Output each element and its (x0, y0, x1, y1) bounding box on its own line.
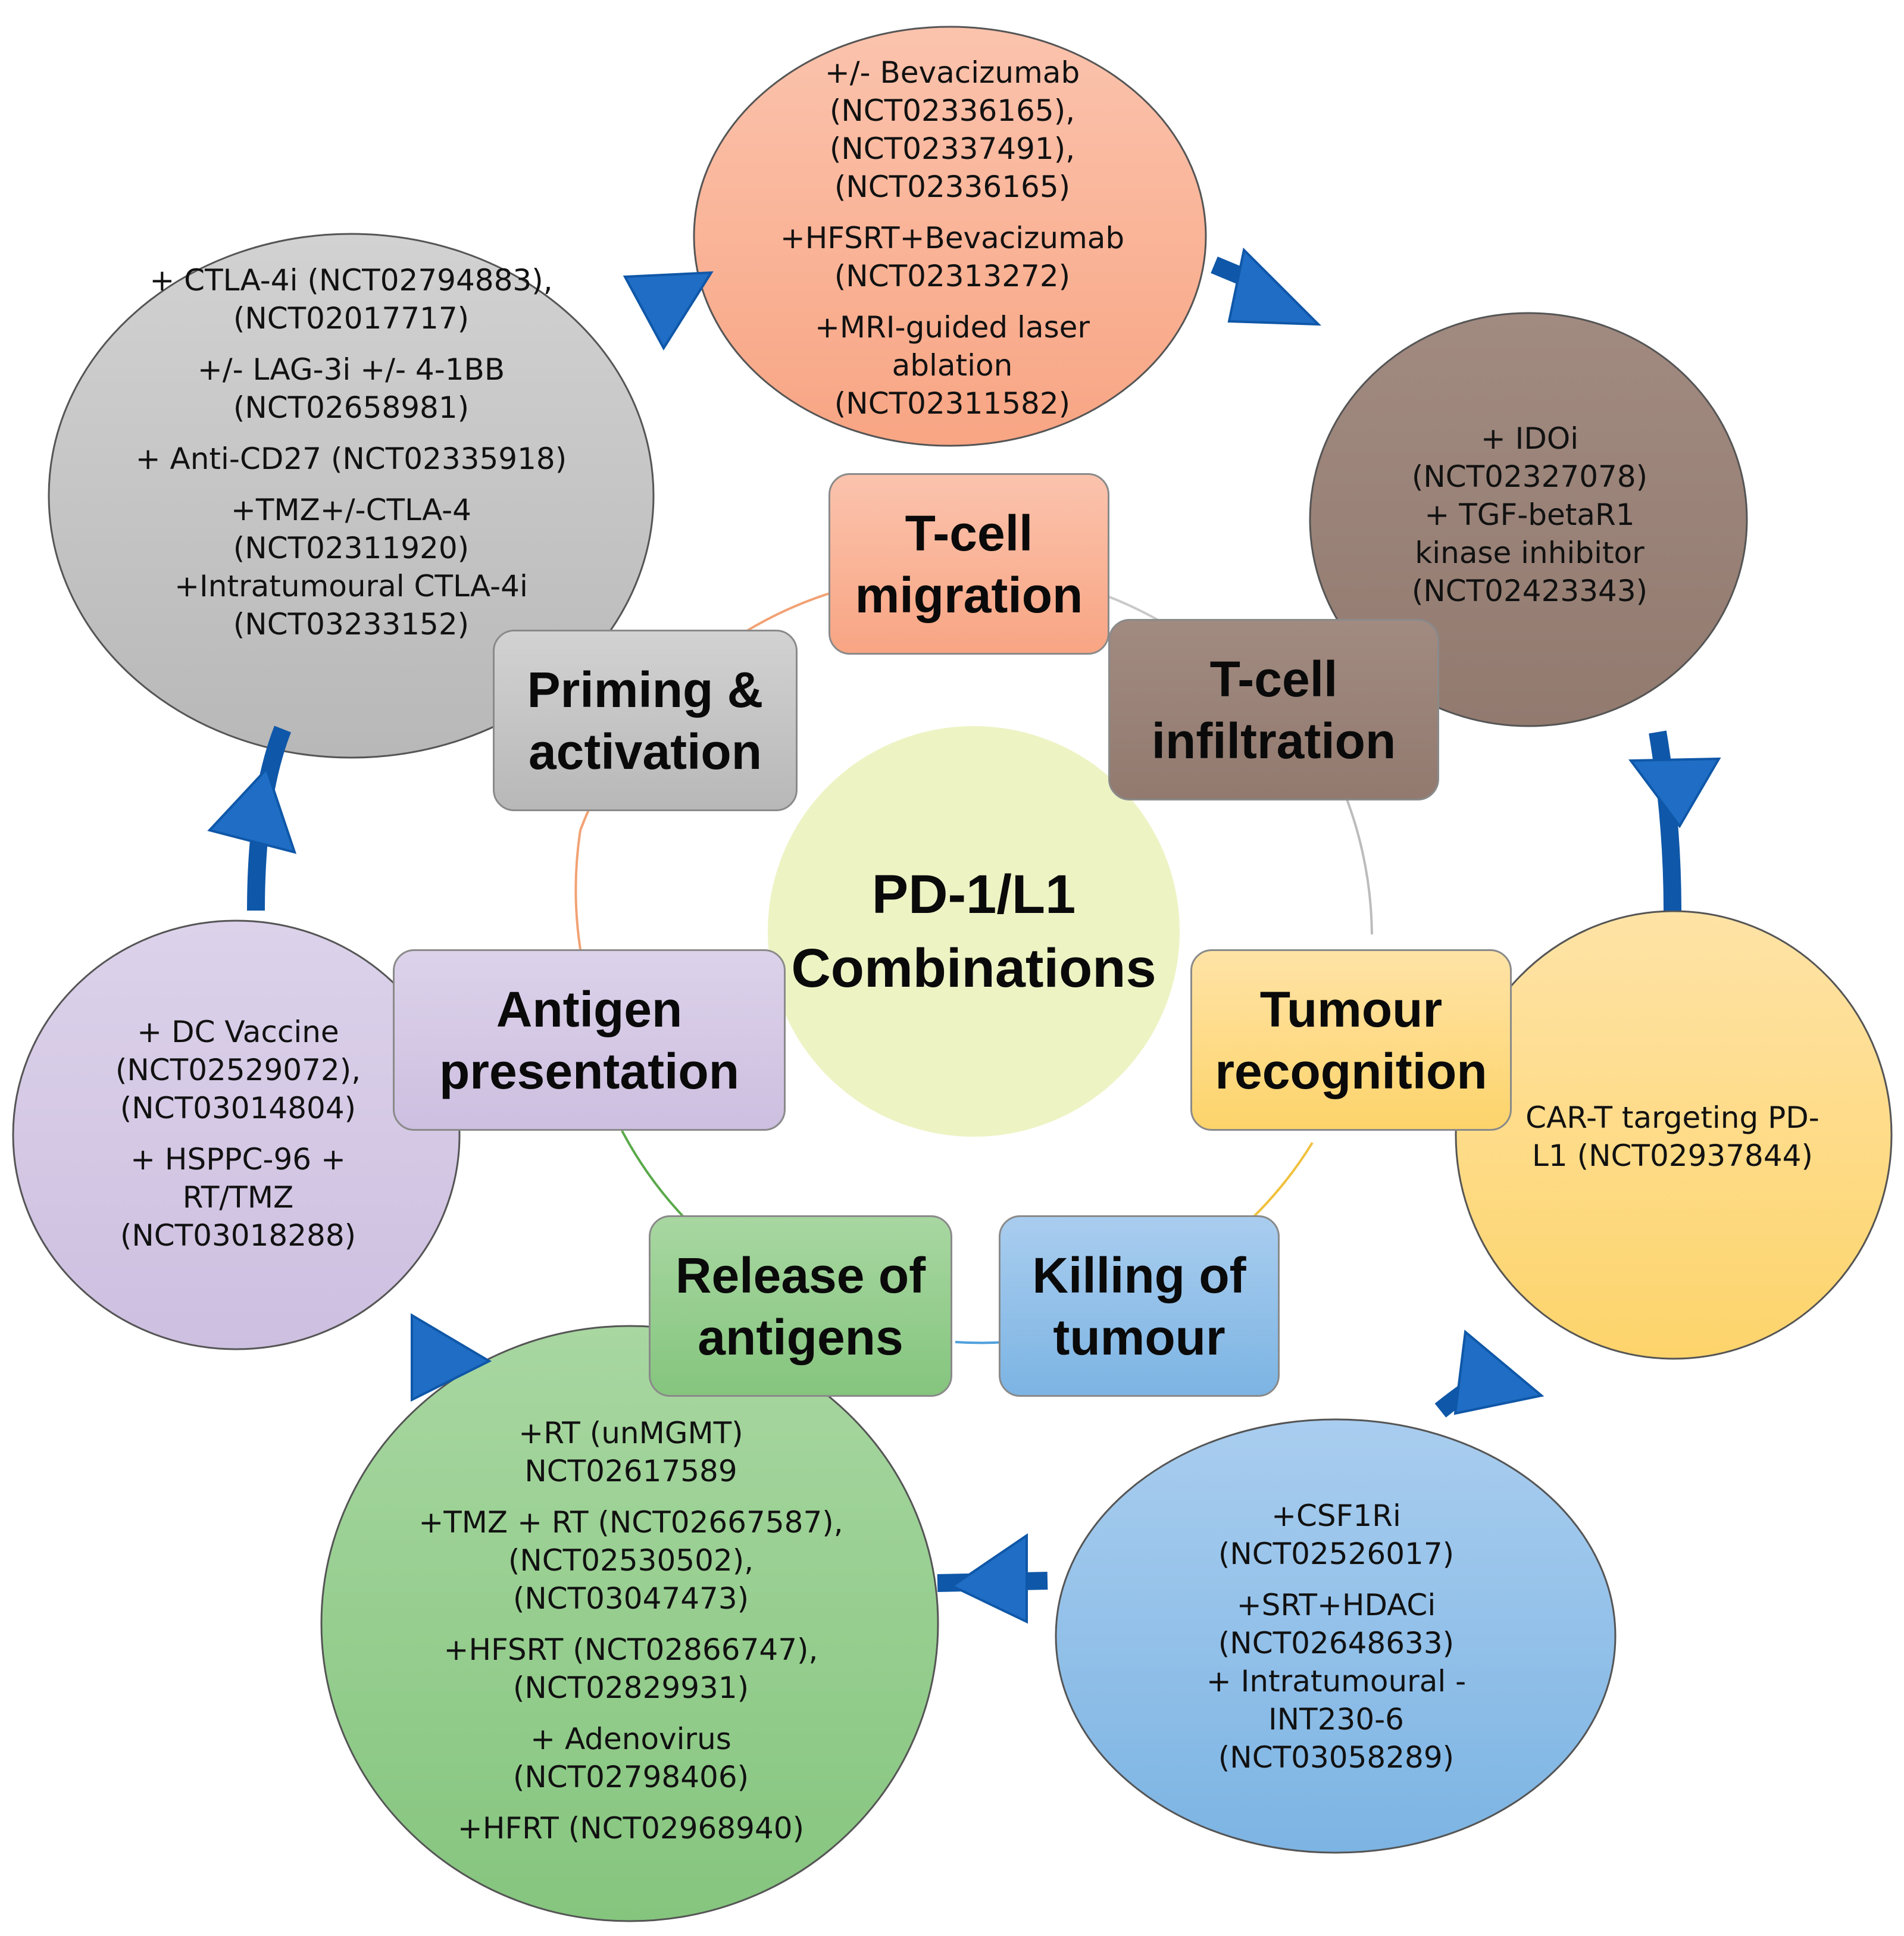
arrow-priming-to-migration (623, 271, 714, 351)
center-title-line-2: Combinations (791, 938, 1156, 999)
release-entry-5: +HFRT (NCT02968940) (457, 1811, 805, 1846)
priming-entry-3: + Anti-CD27 (NCT02335918) (135, 442, 567, 476)
arrow-killing-to-release (937, 1533, 1048, 1624)
migration-entry-2: +HFSRT+Bevacizumab (NCT02313272) (780, 221, 1125, 293)
stage-box-priming: Priming & activation (493, 630, 798, 811)
stage-box-presentation: Antigen presentation (393, 949, 786, 1131)
release-entry-4: + Adenovirus (NCT02798406) (512, 1722, 749, 1794)
cycle-ring-left (574, 830, 581, 950)
killing-entry-1: +CSF1Ri (NCT02526017) (1218, 1499, 1455, 1571)
arrow-presentation-to-priming (207, 725, 297, 911)
killing-entry-2: +SRT+HDACi (NCT02648633) + Intratumoural… (1206, 1588, 1467, 1775)
stage-box-recognition: Tumour recognition (1190, 949, 1512, 1131)
cycle-ring-bottom-right (1243, 1141, 1314, 1227)
arrow-recognition-to-killing (1434, 1330, 1545, 1418)
center-title-line-1: PD-1/L1 (871, 864, 1076, 925)
priming-entry-1: + CTLA-4i (NCT02794883), (NCT02017717) (149, 263, 553, 336)
recognition-entry-1: CAR-T targeting PD- L1 (NCT02937844) (1525, 1100, 1819, 1173)
circle-text-migration: +/- Bevacizumab (NCT02336165), (NCT02337… (744, 45, 1161, 431)
circle-recognition (1455, 910, 1893, 1360)
circle-text-infiltration: + IDOi (NCT02327078) + TGF-betaR1 kinase… (1369, 411, 1690, 619)
arrow-release-to-presentation (411, 1313, 492, 1402)
circle-text-presentation: + DC Vaccine (NCT02529072), (NCT03014804… (77, 1000, 399, 1268)
migration-entry-1: +/- Bevacizumab (NCT02336165), (NCT02337… (824, 55, 1080, 204)
presentation-entry-1: + DC Vaccine (NCT02529072), (NCT03014804… (115, 1015, 361, 1125)
priming-entry-2: +/- LAG-3i +/- 4-1BB (NCT02658981) (197, 352, 505, 425)
circle-text-release: +RT (unMGMT) NCT02617589 +TMZ + RT (NCT0… (381, 1393, 881, 1869)
release-entry-1: +RT (unMGMT) NCT02617589 (518, 1416, 743, 1488)
arrow-infiltration-to-recognition (1628, 730, 1721, 911)
circle-text-recognition: CAR-T targeting PD- L1 (NCT02937844) (1500, 1083, 1845, 1190)
circle-priming (48, 233, 655, 759)
circle-text-priming: + CTLA-4i (NCT02794883), (NCT02017717) +… (113, 250, 589, 655)
arrow-migration-to-infiltration (1211, 247, 1321, 326)
migration-entry-3: +MRI-guided laser ablation (NCT02311582) (815, 310, 1090, 421)
release-entry-3: +HFSRT (NCT02866747), (NCT02829931) (443, 1632, 818, 1705)
presentation-entry-2: + HSPPC-96 + RT/TMZ (NCT03018288) (120, 1142, 357, 1253)
priming-entry-4: +TMZ+/-CTLA-4 (NCT02311920) +Intratumour… (174, 493, 528, 642)
circle-presentation (12, 919, 461, 1350)
center-title: PD-1/L1 Combinations (768, 815, 1180, 1047)
circle-release (320, 1325, 939, 1922)
stage-box-migration: T-cell migration (828, 473, 1109, 655)
stage-box-release: Release of antigens (649, 1215, 952, 1397)
center-circle (765, 724, 1182, 1139)
release-entry-2: +TMZ + RT (NCT02667587), (NCT02530502), … (418, 1505, 843, 1616)
infiltration-entry-1: + IDOi (NCT02327078) + TGF-betaR1 kinase… (1411, 421, 1648, 608)
circle-migration (693, 26, 1207, 447)
stage-box-killing: Killing of tumour (999, 1215, 1280, 1397)
circle-text-killing: +CSF1Ri (NCT02526017) +SRT+HDACi (NCT026… (1131, 1476, 1542, 1797)
circle-killing (1055, 1418, 1617, 1854)
stage-box-infiltration: T-cell infiltration (1108, 619, 1439, 800)
